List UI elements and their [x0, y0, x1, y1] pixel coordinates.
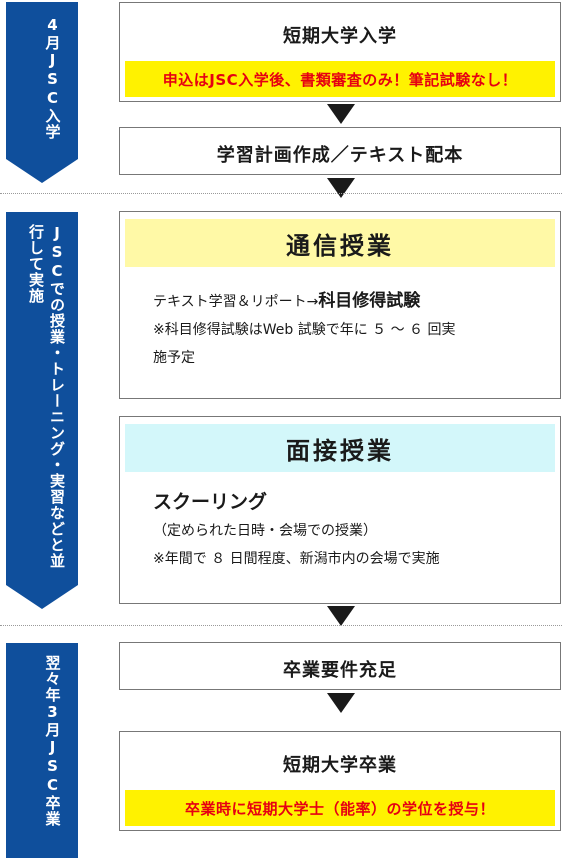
step-plan: 学習計画作成／テキスト配本	[119, 127, 561, 175]
phase-arrow	[6, 159, 78, 183]
flow-arrow	[327, 693, 355, 713]
correspondence-note-line2: 施予定	[153, 350, 195, 366]
flow-arrow	[327, 178, 355, 198]
step-correspondence: 通信授業 テキスト学習＆リポート→科目修得試験 ※科目修得試験はWeb 試験で年…	[119, 211, 561, 399]
phase-parallel-label: JSCでの授業・トレーニング・実習などと並行して実施	[27, 224, 66, 569]
step-enroll: 短期大学入学 申込はJSC入学後、書類審査のみ！筆記試験なし！	[119, 2, 561, 102]
face-to-face-line1: （定められた日時・会場での授業）	[153, 523, 377, 539]
flow-arrow	[327, 606, 355, 626]
phase-april-label: 4月JSC入学	[43, 16, 62, 140]
step-graduate-note: 卒業時に短期大学士（能率）の学位を授与！	[125, 790, 555, 826]
section-divider	[0, 193, 562, 194]
step-enroll-note: 申込はJSC入学後、書類審査のみ！筆記試験なし！	[125, 61, 555, 97]
correspondence-line1-prefix: テキスト学習＆リポート→	[153, 294, 319, 310]
step-graduate-title: 短期大学卒業	[283, 755, 397, 776]
section-divider	[0, 625, 562, 626]
correspondence-note-line1: ※科目修得試験はWeb 試験で年に ５ 〜 ６ 回実	[153, 322, 456, 338]
step-enroll-title: 短期大学入学	[283, 26, 397, 47]
phase-arrow	[6, 585, 78, 609]
schooling-label: スクーリング	[153, 491, 268, 513]
flow-arrow	[327, 104, 355, 124]
phase-april-enrollment: 4月JSC入学	[6, 2, 78, 183]
correspondence-title: 通信授業	[125, 219, 555, 267]
phase-graduation-label: 翌々年3月JSC卒業	[43, 655, 62, 827]
step-face-to-face: 面接授業 スクーリング （定められた日時・会場での授業） ※年間で ８ 日間程度…	[119, 416, 561, 604]
correspondence-description: テキスト学習＆リポート→科目修得試験 ※科目修得試験はWeb 試験で年に ５ 〜…	[153, 287, 550, 372]
phase-parallel-training: JSCでの授業・トレーニング・実習などと並行して実施	[6, 212, 78, 609]
step-graduate: 短期大学卒業 卒業時に短期大学士（能率）の学位を授与！	[119, 731, 561, 831]
phase-graduation: 翌々年3月JSC卒業	[6, 643, 78, 858]
face-to-face-title: 面接授業	[125, 424, 555, 472]
step-requirements: 卒業要件充足	[119, 642, 561, 690]
step-requirements-title: 卒業要件充足	[283, 660, 397, 681]
correspondence-exam-label: 科目修得試験	[318, 291, 421, 311]
face-to-face-description: スクーリング （定められた日時・会場での授業） ※年間で ８ 日間程度、新潟市内…	[153, 487, 550, 573]
face-to-face-line2: ※年間で ８ 日間程度、新潟市内の会場で実施	[153, 551, 440, 567]
correspondence-line1: テキスト学習＆リポート→科目修得試験	[153, 287, 550, 316]
step-plan-title: 学習計画作成／テキスト配本	[216, 145, 464, 166]
